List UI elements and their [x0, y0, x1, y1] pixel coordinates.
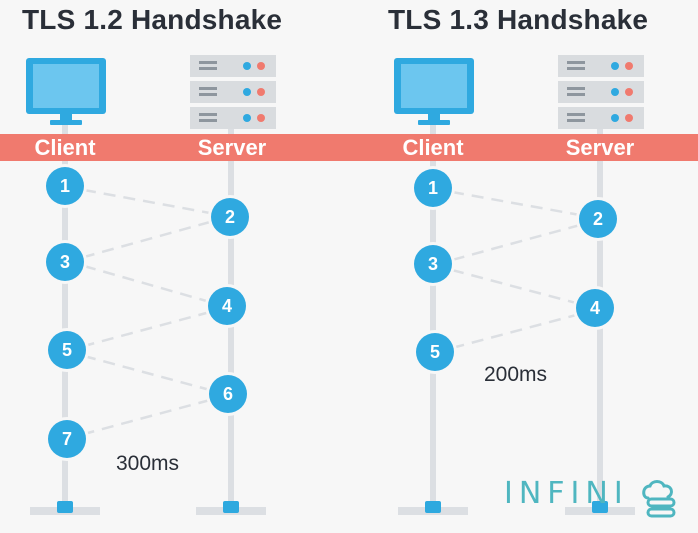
tls13-title: TLS 1.3 Handshake — [388, 4, 649, 35]
tls13-msg-1-2 — [451, 190, 581, 217]
tls13-server-label: Server — [565, 135, 635, 160]
tls12-step-3: 3 — [46, 243, 84, 281]
server-rack-icon — [190, 55, 276, 129]
tls13-step-1: 1 — [414, 169, 452, 207]
tls12-server-label: Server — [197, 135, 267, 160]
tls12-step-6: 6 — [209, 375, 247, 413]
monitor-icon — [26, 58, 106, 125]
tls12-step-1: 1 — [46, 167, 84, 205]
infini-logo-icon — [642, 480, 676, 518]
tls12-step-4: 4 — [208, 287, 246, 325]
infini-logo-text: INFINI — [504, 476, 629, 511]
tls12-msg-4-5 — [83, 310, 211, 348]
tls12-client-foot — [57, 501, 73, 513]
tls12-step-2: 2 — [211, 198, 249, 236]
tls12-step-5: 5 — [48, 331, 86, 369]
tls13-step-2: 2 — [579, 200, 617, 238]
tls12-client-timeline — [62, 122, 68, 512]
tls13-msg-3-4 — [451, 268, 581, 306]
tls12-latency: 300ms — [116, 452, 180, 475]
tls12-msg-3-4 — [83, 264, 211, 304]
tls13-latency: 200ms — [484, 363, 548, 386]
tls13-client-label: Client — [402, 135, 464, 160]
monitor-icon — [394, 58, 474, 125]
tls12-title: TLS 1.2 Handshake — [22, 4, 283, 35]
server-rack-icon — [558, 55, 644, 129]
tls12-client-label: Client — [34, 135, 96, 160]
tls13-client-timeline — [430, 122, 436, 512]
tls12-step-7: 7 — [48, 420, 86, 458]
tls13-step-5: 5 — [416, 333, 454, 371]
tls13-client-foot — [425, 501, 441, 513]
tls12-msg-6-7 — [83, 398, 211, 436]
tls13-step-4: 4 — [576, 289, 614, 327]
tls12-msg-5-6 — [83, 354, 211, 392]
tls12-msg-2-3 — [83, 220, 211, 259]
tls13-step-3: 3 — [414, 245, 452, 283]
tls12-server-foot — [223, 501, 239, 513]
tls13-msg-2-3 — [451, 223, 581, 262]
tls13-msg-4-5 — [451, 312, 581, 350]
role-banner — [0, 134, 698, 161]
tls12-msg-1-2 — [83, 188, 211, 215]
tls13-server-foot — [592, 501, 608, 513]
